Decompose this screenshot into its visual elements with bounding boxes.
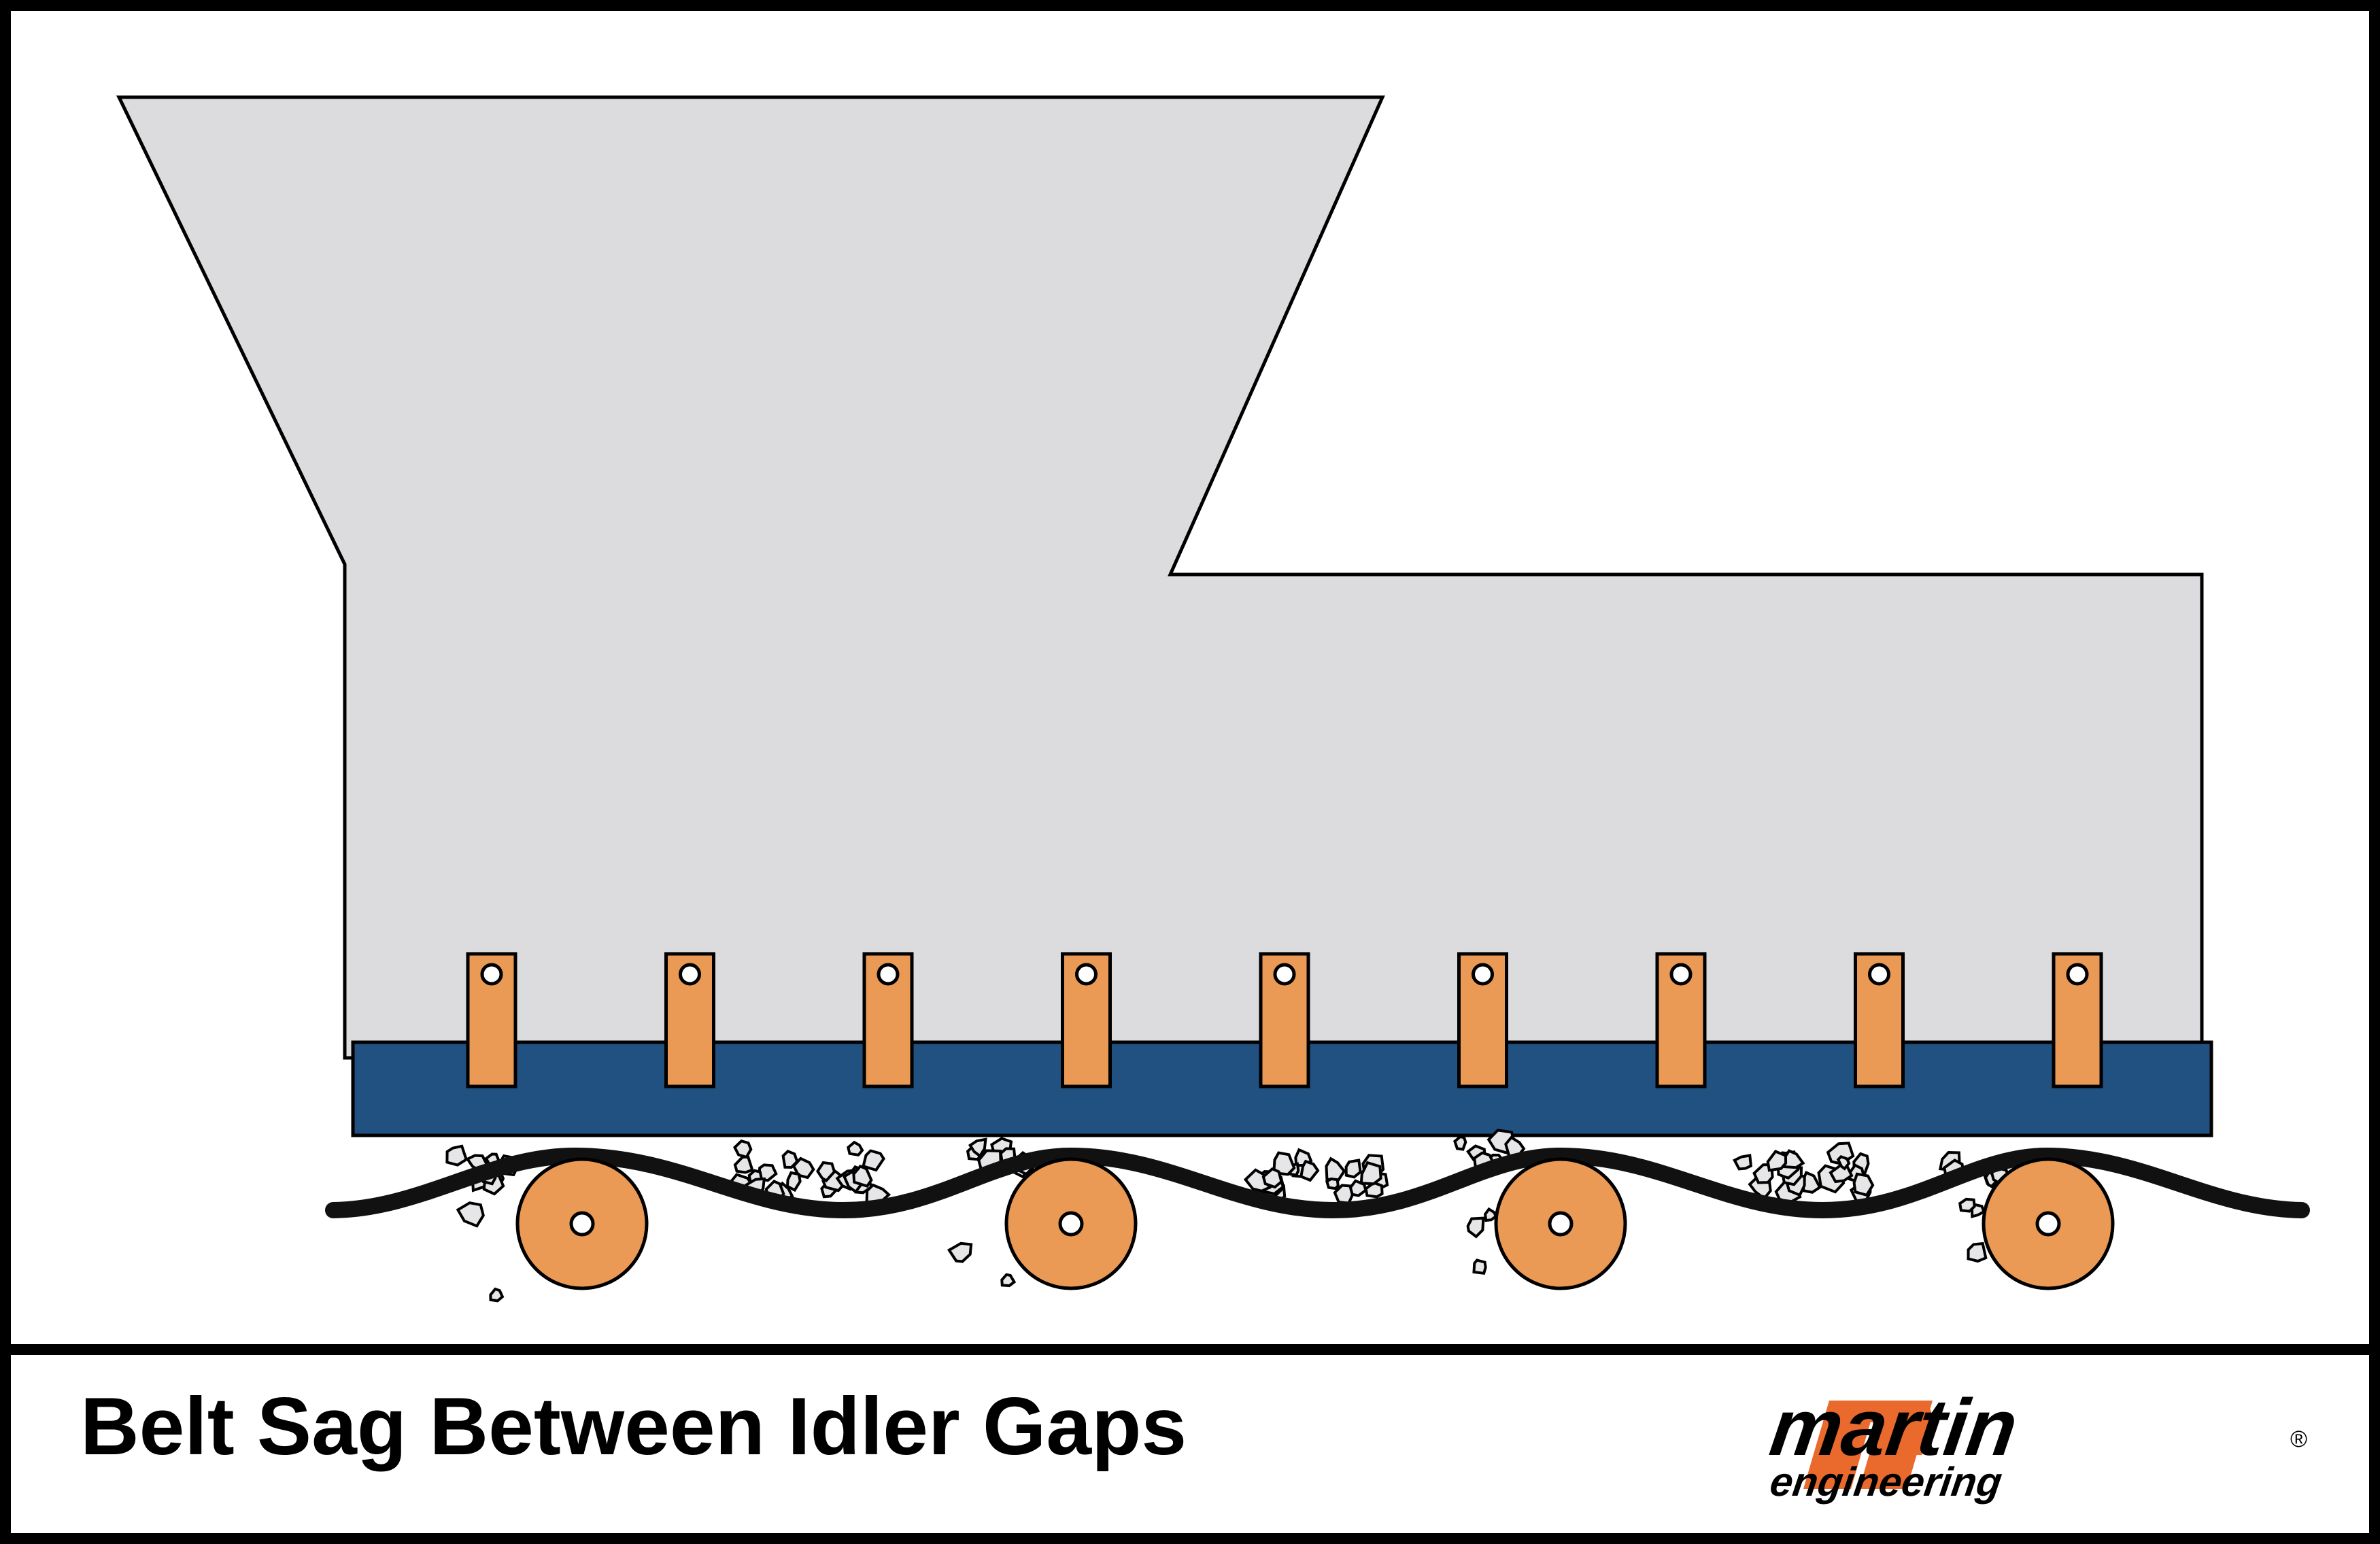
idler-rollers bbox=[515, 1157, 2115, 1290]
skirt-clamp bbox=[2052, 952, 2103, 1088]
registered-mark: ® bbox=[2290, 1426, 2307, 1452]
logo-wordmark-martin: martin bbox=[1765, 1384, 2023, 1473]
spillage-pile bbox=[1243, 1148, 1389, 1205]
spillage-pile bbox=[456, 1201, 485, 1228]
skirt-clamps bbox=[466, 952, 2103, 1088]
diagram-caption: Belt Sag Between Idler Gaps bbox=[80, 1381, 1187, 1472]
logo-wordmark-engineering: engineering bbox=[1767, 1458, 2005, 1505]
martin-engineering-logo: martin engineering ® bbox=[1765, 1384, 2307, 1505]
skirt-clamp bbox=[862, 952, 914, 1088]
spillage-pile bbox=[1733, 1142, 1875, 1206]
skirt-clamp bbox=[664, 952, 715, 1088]
spillage-pile bbox=[1472, 1258, 1487, 1275]
skirt-clamp bbox=[1655, 952, 1707, 1088]
spillage-pile bbox=[947, 1241, 973, 1263]
spillage-pile bbox=[1967, 1241, 1988, 1263]
spillage-pile bbox=[1466, 1207, 1498, 1239]
spillage-pile bbox=[489, 1287, 505, 1303]
idler-roller bbox=[515, 1157, 649, 1290]
idler-roller bbox=[1004, 1157, 1138, 1290]
idler-roller bbox=[1494, 1157, 1627, 1290]
loading-chute bbox=[116, 95, 2204, 1060]
conveyor-belt bbox=[325, 1147, 2310, 1219]
spillage-pile bbox=[1000, 1273, 1017, 1288]
skirt-clamp bbox=[1854, 952, 1905, 1088]
spillage-pile bbox=[1958, 1197, 1986, 1218]
skirt-clamp bbox=[1061, 952, 1112, 1088]
idler-roller bbox=[1982, 1157, 2115, 1290]
skirt-clamp bbox=[1457, 952, 1508, 1088]
martin-m-logo-icon bbox=[1803, 1401, 1933, 1489]
spillage-pile bbox=[729, 1139, 891, 1206]
skirt-clamp bbox=[1259, 952, 1310, 1088]
skirt-clamp bbox=[466, 952, 517, 1088]
